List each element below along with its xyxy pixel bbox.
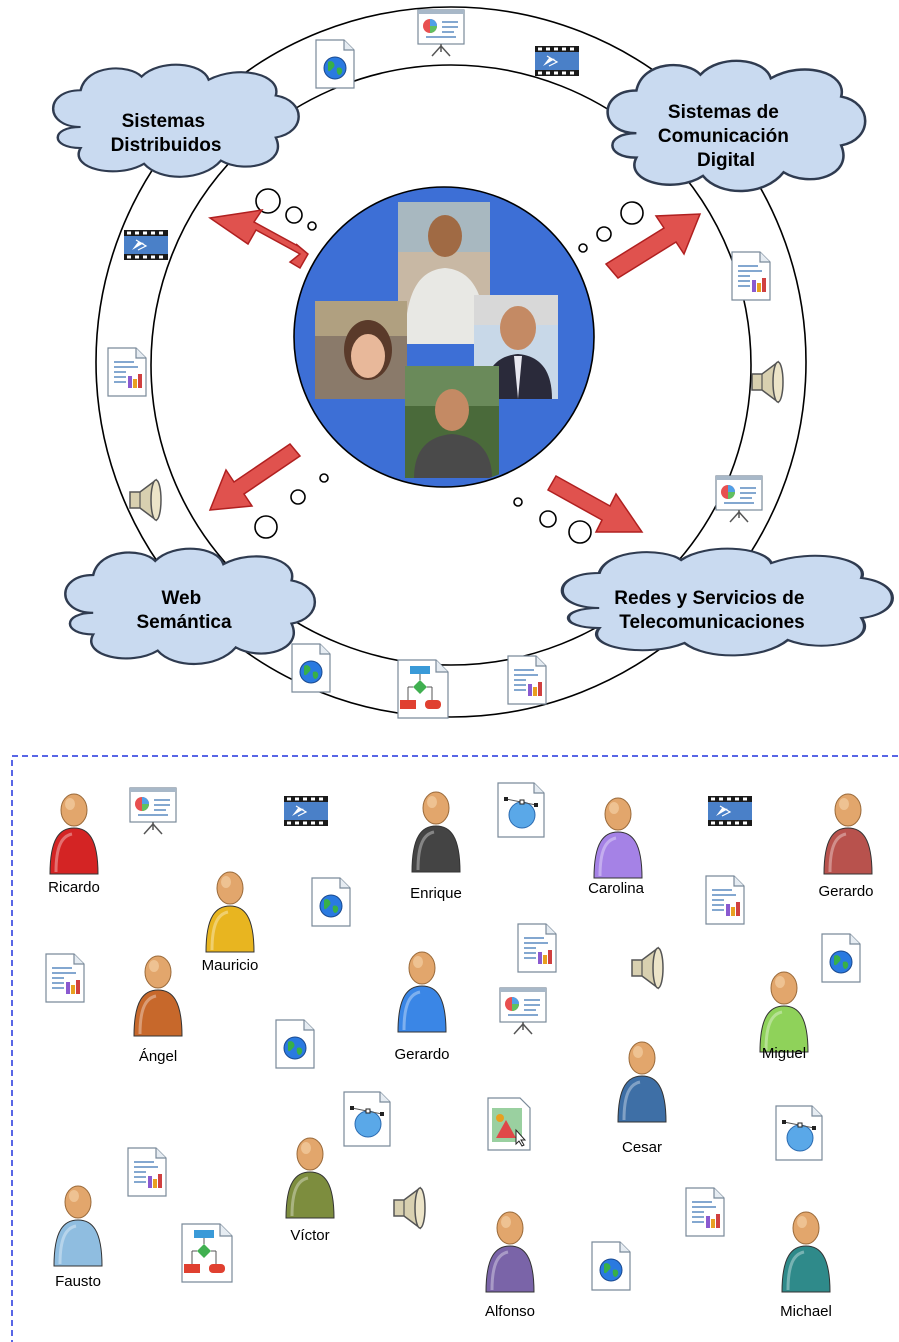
presentation-icon <box>129 787 177 835</box>
person-michael: Michael <box>780 1210 832 1320</box>
person-name: Alfonso <box>485 1303 535 1320</box>
person-angel: Ángel <box>132 954 184 1065</box>
person-name: Michael <box>780 1303 832 1320</box>
inner-ring <box>150 64 752 666</box>
person-gerardo-1: Gerardo <box>818 792 874 900</box>
community-area-border <box>11 755 899 1342</box>
person-icon <box>758 970 810 1054</box>
globe-document-icon <box>275 1019 315 1069</box>
person-name: Enrique <box>410 885 462 902</box>
person-miguel: Miguel <box>758 970 810 1062</box>
arrow-bottom-left <box>208 442 302 511</box>
globe-document-icon <box>591 1241 631 1291</box>
person-name: Fausto <box>55 1273 101 1290</box>
film-icon <box>283 795 329 827</box>
person-enrique: Enrique <box>410 790 462 902</box>
cloud-label-sistemas-distribuidos: Sistemas Distribuidos <box>111 111 222 156</box>
outer-ring <box>95 6 807 718</box>
image-document-icon <box>487 1097 531 1151</box>
person-name: Gerardo <box>818 883 873 900</box>
vector-document-icon <box>343 1091 391 1147</box>
person-name: Carolina <box>588 880 645 897</box>
person-name: Ricardo <box>48 879 100 896</box>
photo-woman-left <box>315 301 407 399</box>
presentation-icon <box>417 9 465 57</box>
person-icon <box>132 954 184 1038</box>
person-name: Víctor <box>290 1227 329 1244</box>
speaker-icon <box>129 479 162 521</box>
person-icon <box>204 870 256 954</box>
vector-document-icon <box>775 1105 823 1161</box>
cloud-label-redes-servicios-telecomunicaciones: Redes y Servicios de Telecomunicaciones <box>614 588 809 633</box>
person-alfonso: Alfonso <box>484 1210 536 1320</box>
person-gerardo-2: Gerardo <box>394 950 450 1063</box>
speaker-icon <box>631 947 664 989</box>
globe-document-icon <box>821 933 861 983</box>
chart-document-icon <box>127 1147 167 1197</box>
person-icon <box>284 1136 336 1220</box>
globe-document-icon <box>291 643 331 693</box>
person-icon <box>52 1184 104 1268</box>
arrow-top-right <box>604 213 702 279</box>
flowchart-document-icon <box>181 1223 233 1283</box>
presentation-icon <box>715 475 763 523</box>
chart-document-icon <box>685 1187 725 1237</box>
thought-bubbles-bottom-left <box>254 473 329 539</box>
person-cesar: Cesar <box>616 1040 668 1156</box>
team-photo-circle <box>293 186 595 488</box>
person-name: Mauricio <box>202 957 259 974</box>
film-icon <box>534 45 580 77</box>
photo-man-bottom <box>405 366 499 478</box>
person-victor: Víctor <box>284 1136 336 1244</box>
thought-bubbles-top-right <box>578 201 644 253</box>
person-ricardo: Ricardo <box>48 792 100 896</box>
person-name: Gerardo <box>394 1046 449 1063</box>
speaker-icon <box>393 1187 426 1229</box>
thought-bubbles-top-left <box>255 188 317 231</box>
person-mauricio: Mauricio <box>202 870 259 974</box>
chart-document-icon <box>705 875 745 925</box>
photo-man-right <box>474 295 558 399</box>
film-icon <box>707 795 753 827</box>
person-icon <box>484 1210 536 1294</box>
speaker-icon <box>751 361 784 403</box>
chart-document-icon <box>731 251 771 301</box>
globe-document-icon <box>315 39 355 89</box>
arrow-bottom-right <box>546 474 644 533</box>
person-icon <box>396 950 448 1034</box>
person-icon <box>410 790 462 874</box>
person-name: Miguel <box>762 1045 806 1062</box>
arrow-top-left <box>208 208 309 270</box>
cloud-label-sistemas-comunicacion-digital: Sistemas de Comunicación Digital <box>658 102 794 171</box>
thought-bubbles-bottom-right <box>513 497 592 544</box>
chart-document-icon <box>107 347 147 397</box>
person-name: Cesar <box>622 1139 662 1156</box>
person-fausto: Fausto <box>52 1184 104 1290</box>
cloud-label-web-semantica: Web Semántica <box>136 588 231 633</box>
person-name: Ángel <box>139 1048 177 1065</box>
person-icon <box>780 1210 832 1294</box>
film-icon <box>123 229 169 261</box>
person-icon <box>48 792 100 876</box>
chart-document-icon <box>517 923 557 973</box>
person-icon <box>592 796 644 880</box>
person-carolina: Carolina <box>588 796 645 897</box>
globe-document-icon <box>311 877 351 927</box>
vector-document-icon <box>497 782 545 838</box>
flowchart-document-icon <box>397 659 449 719</box>
chart-document-icon <box>45 953 85 1003</box>
person-icon <box>822 792 874 876</box>
chart-document-icon <box>507 655 547 705</box>
presentation-icon <box>499 987 547 1035</box>
person-icon <box>616 1040 668 1124</box>
